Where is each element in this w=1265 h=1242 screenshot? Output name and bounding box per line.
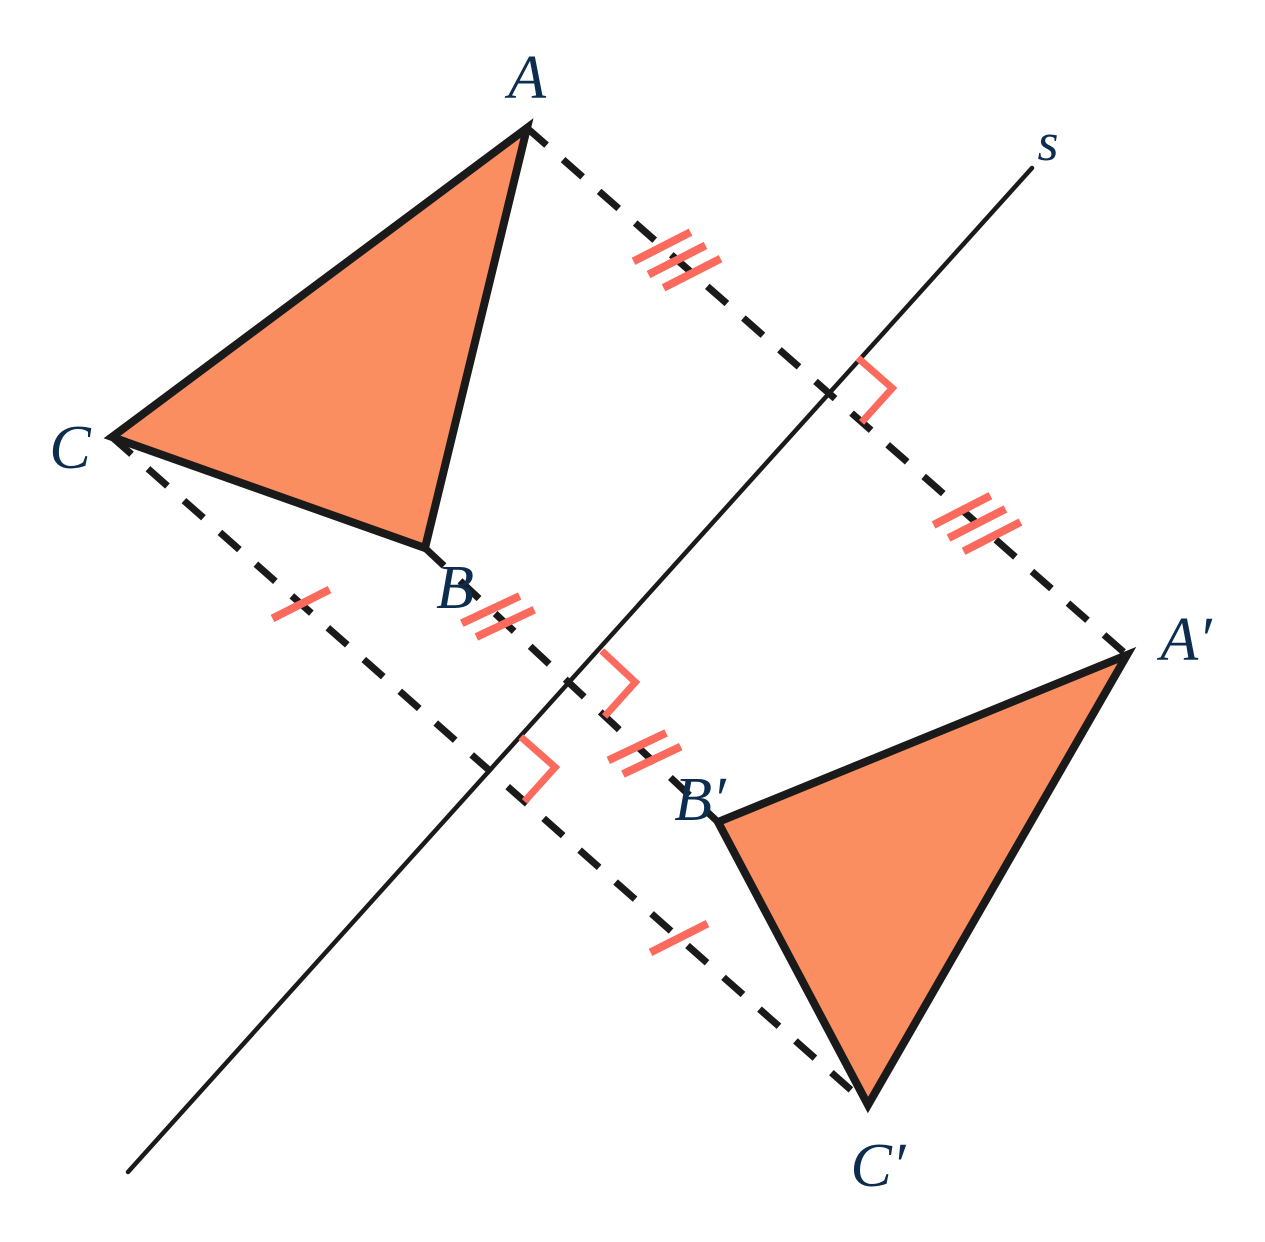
tick-mark-aa-half2 — [931, 492, 993, 529]
tick-mark-bb-half2 — [606, 729, 668, 765]
vertex-label-a-prime: A′ — [1156, 606, 1213, 674]
vertex-label-b: B — [436, 554, 474, 622]
dashed-connector-cc-prime — [109, 434, 871, 1108]
congruence-tick-marks-group — [270, 228, 1023, 957]
triangle-abc — [103, 118, 534, 554]
right-angle-cc- — [518, 734, 561, 804]
dashed-connector-bb-prime — [422, 545, 721, 825]
vertex-label-a: A — [504, 44, 547, 112]
axis-label-s: s — [1037, 112, 1058, 172]
tick-mark-aa-half1 — [661, 255, 723, 292]
tick-mark-aa-half2 — [946, 505, 1008, 542]
right-angle-bb- — [599, 648, 641, 719]
tick-mark-bb-half1 — [474, 606, 536, 641]
vertex-label-b-prime: B′ — [674, 766, 727, 834]
vertex-label-c: C — [49, 414, 91, 482]
dashed-connector-aa-prime — [524, 125, 1130, 658]
tick-mark-cc-half1 — [270, 585, 332, 623]
triangle-a-prime-b-prime-c-prime — [712, 646, 1137, 1114]
right-angle-aa- — [855, 355, 898, 425]
tick-mark-cc-half2 — [648, 919, 710, 957]
tick-mark-aa-half1 — [646, 241, 708, 279]
right-angle-markers-group — [518, 355, 898, 804]
tick-mark-aa-half1 — [631, 228, 693, 265]
vertex-label-c-prime: C′ — [851, 1132, 907, 1200]
tick-mark-aa-half2 — [961, 518, 1023, 555]
tick-mark-bb-half2 — [621, 742, 683, 778]
tick-mark-bb-half1 — [460, 592, 522, 627]
axis-of-symmetry-line-s — [125, 165, 1035, 1175]
